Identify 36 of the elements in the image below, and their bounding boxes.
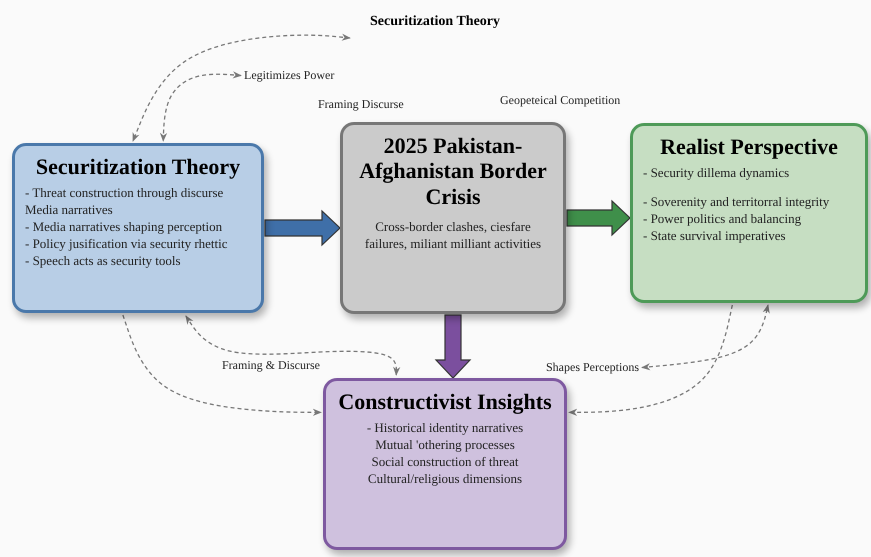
concept-box: [340, 122, 566, 314]
box-heading: Securitization Theory: [34, 154, 242, 180]
annotation-text: Shapes Perceptions: [546, 360, 639, 375]
body-text: Mutual 'othering processes: [374, 437, 516, 454]
body-text: - Threat construction through discurse Media narratives: [25, 185, 224, 220]
annotation-text: Framing Discurse: [318, 97, 404, 112]
dashed-arrow: [641, 304, 770, 370]
body-text: Social construction of threat: [370, 454, 520, 471]
block-arrow: [434, 314, 472, 379]
block-arrow: [566, 200, 631, 236]
body-text: - Media narratives shaping perception: [25, 219, 224, 236]
diagram-title: Securitization Theory: [370, 14, 500, 30]
concept-box: [12, 143, 264, 313]
annotation-text: Geopeteical Competition: [500, 93, 620, 108]
block-arrow: [264, 210, 341, 246]
dashed-arrow: [132, 34, 351, 142]
box-heading: 2025 Pakistan-Afghanistan Border Crisis: [358, 133, 548, 209]
box-heading: Constructivist Insights: [337, 389, 553, 414]
dashed-arrow: [185, 315, 400, 376]
body-text: - Policy jusification via security rhettic: [25, 236, 229, 253]
body-text: - Power politics and balancing: [643, 211, 802, 228]
body-text: Cultural/religious dimensions: [366, 470, 524, 488]
body-text: - State survival imperatives: [643, 228, 787, 245]
dashed-arrow: [568, 304, 733, 416]
body-text: - Security dillema dynamics: [643, 165, 790, 182]
edge-label: Framing & Discurse: [220, 358, 322, 373]
annotation-text: Legitimizes Power: [244, 68, 334, 83]
body-text: Cross-border clashes, ciesfare failures, miliant milliant activities: [364, 218, 542, 253]
body-text: - Speech acts as security tools: [25, 252, 182, 270]
dashed-arrow: [122, 314, 322, 416]
concept-box: [323, 378, 567, 550]
dashed-arrow: [160, 71, 242, 142]
concept-box: [630, 123, 868, 303]
body-text: - Soverenity and territorral integrity: [643, 194, 830, 212]
box-heading: Realist Perspective: [659, 134, 839, 160]
body-text: - Historical identity narratives: [366, 420, 524, 438]
